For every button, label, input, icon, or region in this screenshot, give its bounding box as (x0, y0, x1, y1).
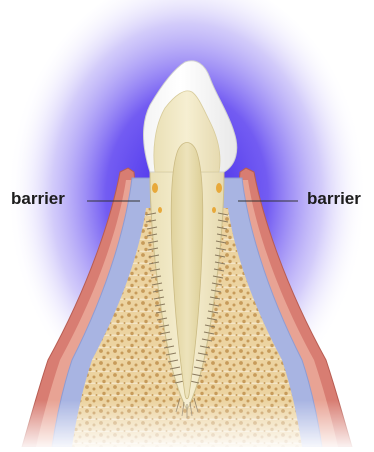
bottom-fade (0, 400, 374, 447)
barrier-label-right: barrier (307, 189, 361, 209)
barrier-label-left: barrier (11, 189, 65, 209)
